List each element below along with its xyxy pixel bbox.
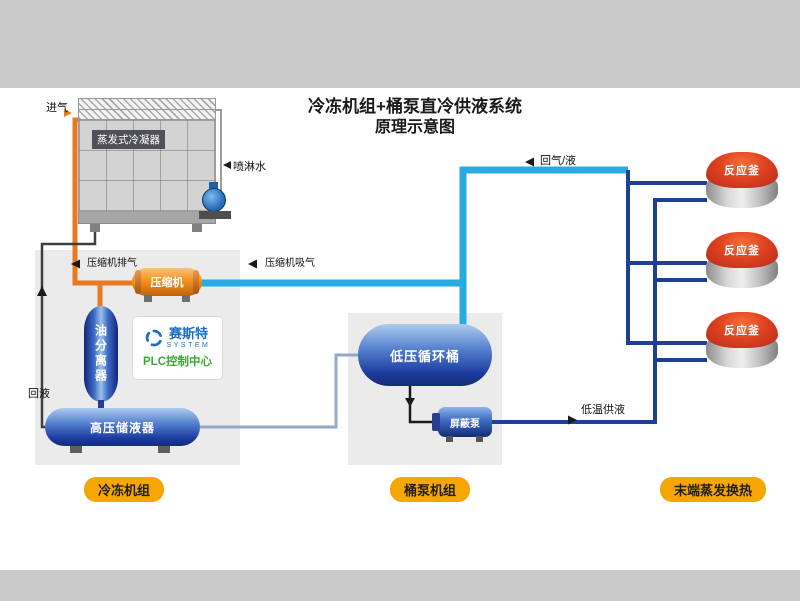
compressor: 压缩机 (132, 268, 202, 296)
spray-water-pipe (216, 109, 222, 192)
reaction-kettle-3: 反应釜 (706, 312, 778, 370)
badge-terminal-evaporation: 末端蒸发换热 (660, 477, 767, 502)
badge-pump-unit: 桶泵机组 (390, 477, 471, 502)
receiver-label: 高压储液器 (89, 420, 155, 435)
condenser-leg (90, 224, 100, 232)
receiver-foot (70, 446, 82, 453)
cold-supply-label: 低温供液 (581, 404, 625, 416)
brand-subtitle: SYSTEM (166, 342, 211, 349)
barrel-label: 低压循环桶 (389, 348, 460, 364)
brand-text-block: 赛斯特 SYSTEM (167, 327, 211, 349)
spray-pump-base (199, 211, 231, 219)
kettle-label: 反应釜 (724, 245, 760, 257)
evaporative-condenser (78, 98, 216, 224)
kettle-dome: 反应釜 (706, 152, 778, 188)
gas-liquid-return-label: 回气/液 (540, 155, 577, 167)
oil-separator: 油分离器 (84, 306, 118, 402)
condenser-liquid-return-pipe (40, 224, 97, 429)
condenser-leg (192, 224, 202, 232)
shielded-pump-label: 屏蔽泵 (450, 418, 480, 430)
discharge-line-label: 压缩机排气 (87, 258, 137, 269)
compressor-label: 压缩机 (150, 277, 184, 289)
brand-logo-row: 赛斯特 SYSTEM (145, 327, 211, 349)
brand-swirl-icon (145, 329, 162, 347)
pump-foot (446, 436, 453, 442)
plc-control-box: 赛斯特 SYSTEM PLC控制中心 (133, 317, 222, 379)
spray-pump-icon (202, 188, 226, 212)
spray-water-label: 喷淋水 (233, 161, 266, 173)
plc-center-label: PLC控制中心 (143, 356, 212, 368)
low-pressure-circulation-barrel: 低压循环桶 (358, 324, 492, 386)
high-pressure-receiver: 高压储液器 (45, 408, 200, 446)
title-line-1: 冷冻机组+桶泵直冷供液系统 (308, 97, 522, 116)
spray-pump-outlet (209, 182, 218, 191)
suction-return-pipe (199, 166, 628, 330)
kettle-dome: 反应釜 (706, 312, 778, 348)
shielded-pump: 屏蔽泵 (432, 407, 492, 437)
oil-separator-label: 油分离器 (93, 324, 108, 384)
reaction-kettle-1: 反应釜 (706, 152, 778, 210)
compressor-foot (144, 295, 152, 302)
diagram-title: 冷冻机组+桶泵直冷供液系统 原理示意图 (255, 96, 575, 138)
receiver-foot (158, 446, 170, 453)
kettle-label: 反应釜 (724, 165, 760, 177)
badge-refrigeration-unit: 冷冻机组 (84, 477, 165, 502)
oil-separator-drain-stub (98, 400, 104, 410)
return-liquid-label: 回液 (28, 388, 50, 400)
suction-line-label: 压缩机吸气 (265, 258, 315, 269)
condenser-basin (78, 212, 216, 224)
pump-foot (476, 436, 483, 442)
title-line-2: 原理示意图 (374, 119, 455, 136)
reaction-kettle-2: 反应釜 (706, 232, 778, 290)
air-inlet-label: 进气 (46, 102, 68, 114)
compressor-foot (182, 295, 190, 302)
brand-name: 赛斯特 (168, 326, 208, 341)
receiver-to-barrel-pipe (200, 353, 360, 429)
condenser-label: 蒸发式冷凝器 (92, 130, 165, 149)
flow-arrows (37, 109, 577, 425)
kettle-label: 反应釜 (724, 325, 760, 337)
liquid-supply-pipe (491, 170, 707, 424)
kettle-dome: 反应釜 (706, 232, 778, 268)
condenser-eliminator-section (78, 98, 216, 120)
